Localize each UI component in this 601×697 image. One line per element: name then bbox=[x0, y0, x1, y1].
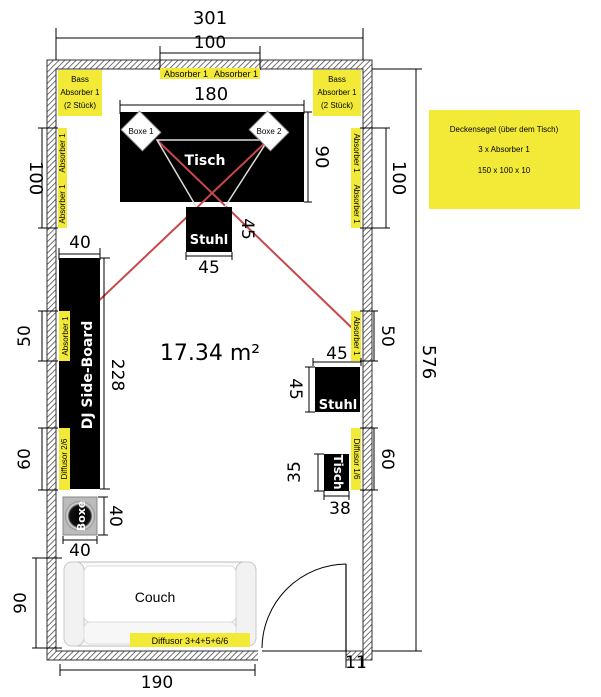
small-table-height-label: 35 bbox=[285, 461, 305, 483]
svg-text:Absorber 1: Absorber 1 bbox=[352, 184, 361, 224]
table-width-label: 180 bbox=[194, 84, 228, 105]
svg-text:Absorber 1: Absorber 1 bbox=[317, 88, 357, 97]
table-depth-label: 90 bbox=[311, 146, 332, 169]
bass-absorber-right: Bass Absorber 1 (2 Stück) bbox=[313, 70, 361, 116]
svg-text:Absorber 1: Absorber 1 bbox=[60, 88, 100, 97]
chair-right-label: Stuhl bbox=[319, 398, 358, 413]
right-absorber-small-label: 50 bbox=[377, 325, 397, 347]
speaker-left: Boxe 1 bbox=[120, 110, 162, 152]
svg-text:(2 Stück): (2 Stück) bbox=[64, 101, 96, 110]
dimension-top-absorber: 100 bbox=[159, 33, 261, 70]
left-diffusor: Diffusor 2/6 60 bbox=[15, 427, 70, 491]
sideboard-width-label: 40 bbox=[69, 233, 91, 253]
speaker-bottom-width-label: 40 bbox=[69, 541, 91, 561]
svg-text:Diffusor 1/6: Diffusor 1/6 bbox=[352, 439, 361, 480]
sideboard-length-label: 228 bbox=[107, 359, 127, 391]
left-absorber-height-label: 100 bbox=[25, 161, 46, 195]
table-label: Tisch bbox=[185, 153, 226, 169]
svg-text:Diffusor 3+4+5+6/6: Diffusor 3+4+5+6/6 bbox=[152, 636, 229, 646]
dimension-door-gap: 11 bbox=[345, 651, 367, 673]
chair-top: Stuhl 45 45 bbox=[185, 207, 257, 278]
small-table-label: Tisch bbox=[331, 454, 345, 489]
top-absorber-1-label: Absorber 1 bbox=[164, 69, 208, 79]
chair-right-top-label: 45 bbox=[326, 344, 348, 364]
couch-label: Couch bbox=[135, 589, 175, 605]
svg-text:Boxe 2: Boxe 2 bbox=[257, 127, 282, 136]
sideboard-label: DJ Side-Board bbox=[80, 321, 96, 430]
svg-text:Deckensegel (über dem Tisch): Deckensegel (über dem Tisch) bbox=[450, 125, 559, 134]
room-height-label: 576 bbox=[418, 345, 439, 379]
svg-text:Absorber 1: Absorber 1 bbox=[58, 133, 67, 173]
svg-text:Boxe 1: Boxe 1 bbox=[129, 127, 154, 136]
couch-width-label: 190 bbox=[141, 673, 173, 693]
left-diffusor-height-label: 60 bbox=[15, 448, 35, 470]
speaker-right: Boxe 2 bbox=[248, 110, 290, 152]
speaker-lines bbox=[67, 139, 353, 331]
right-diffusor-height-label: 60 bbox=[377, 448, 397, 470]
left-absorber-small-label: 50 bbox=[15, 325, 35, 347]
dimension-room-height: 576 bbox=[372, 68, 439, 652]
svg-text:Absorber 1: Absorber 1 bbox=[61, 316, 70, 356]
left-absorber-small: Absorber 1 50 bbox=[15, 310, 70, 362]
small-table: Tisch 35 38 bbox=[285, 453, 351, 519]
svg-text:Diffusor 2/6: Diffusor 2/6 bbox=[60, 438, 69, 479]
bass-absorber-left: Bass Absorber 1 (2 Stück) bbox=[58, 70, 102, 116]
svg-text:(2 Stück): (2 Stück) bbox=[321, 101, 353, 110]
room-width-label: 301 bbox=[193, 8, 227, 29]
bottom-diffusor: Diffusor 3+4+5+6/6 bbox=[130, 633, 250, 647]
right-absorber-height-label: 100 bbox=[388, 161, 409, 195]
chair-top-side-label: 45 bbox=[237, 218, 257, 240]
door bbox=[261, 563, 347, 652]
chair-top-bottom-label: 45 bbox=[198, 258, 220, 278]
room-area-label: 17.34 m² bbox=[160, 341, 260, 366]
chair-right-side-label: 45 bbox=[285, 378, 305, 400]
speaker-bottom-height-label: 40 bbox=[105, 505, 125, 527]
couch-depth-label: 90 bbox=[11, 592, 31, 614]
left-absorbers: Absorber 1 Absorber 1 100 bbox=[25, 127, 67, 229]
dimension-couch-depth: 90 bbox=[11, 557, 62, 649]
top-absorbers: Absorber 1 Absorber 1 bbox=[160, 68, 260, 79]
top-absorber-2-label: Absorber 1 bbox=[214, 69, 258, 79]
ceiling-cloud-note: Deckensegel (über dem Tisch) 3 x Absorbe… bbox=[429, 110, 580, 209]
svg-text:Absorber 1: Absorber 1 bbox=[352, 316, 361, 356]
svg-text:150 x 100 x 10: 150 x 100 x 10 bbox=[478, 166, 531, 175]
dimension-table-depth: 90 bbox=[304, 111, 332, 203]
chair-top-label: Stuhl bbox=[190, 233, 229, 248]
speaker-bottom: Boxe 40 40 bbox=[62, 496, 125, 561]
svg-text:Bass: Bass bbox=[71, 75, 89, 84]
walls bbox=[46, 59, 373, 662]
door-gap-label: 11 bbox=[345, 653, 367, 673]
svg-text:3 x Absorber 1: 3 x Absorber 1 bbox=[478, 145, 530, 154]
chair-right: 45 Stuhl 45 bbox=[285, 344, 362, 413]
dimension-room-width: 301 bbox=[55, 8, 364, 60]
right-absorbers: Absorber 1 Absorber 1 100 bbox=[351, 127, 409, 229]
small-table-width-label: 38 bbox=[329, 499, 351, 519]
svg-text:Absorber 1: Absorber 1 bbox=[58, 184, 67, 224]
dimension-couch-width: 190 bbox=[59, 664, 256, 693]
svg-text:Absorber 1: Absorber 1 bbox=[352, 133, 361, 173]
top-absorber-width-label: 100 bbox=[194, 33, 226, 53]
right-diffusor: Diffusor 1/6 60 bbox=[351, 427, 397, 491]
dimension-table-width: 180 bbox=[119, 84, 305, 114]
right-absorber-small: Absorber 1 50 bbox=[351, 310, 397, 362]
svg-text:Bass: Bass bbox=[328, 75, 346, 84]
speaker-bottom-label: Boxe bbox=[75, 501, 88, 532]
